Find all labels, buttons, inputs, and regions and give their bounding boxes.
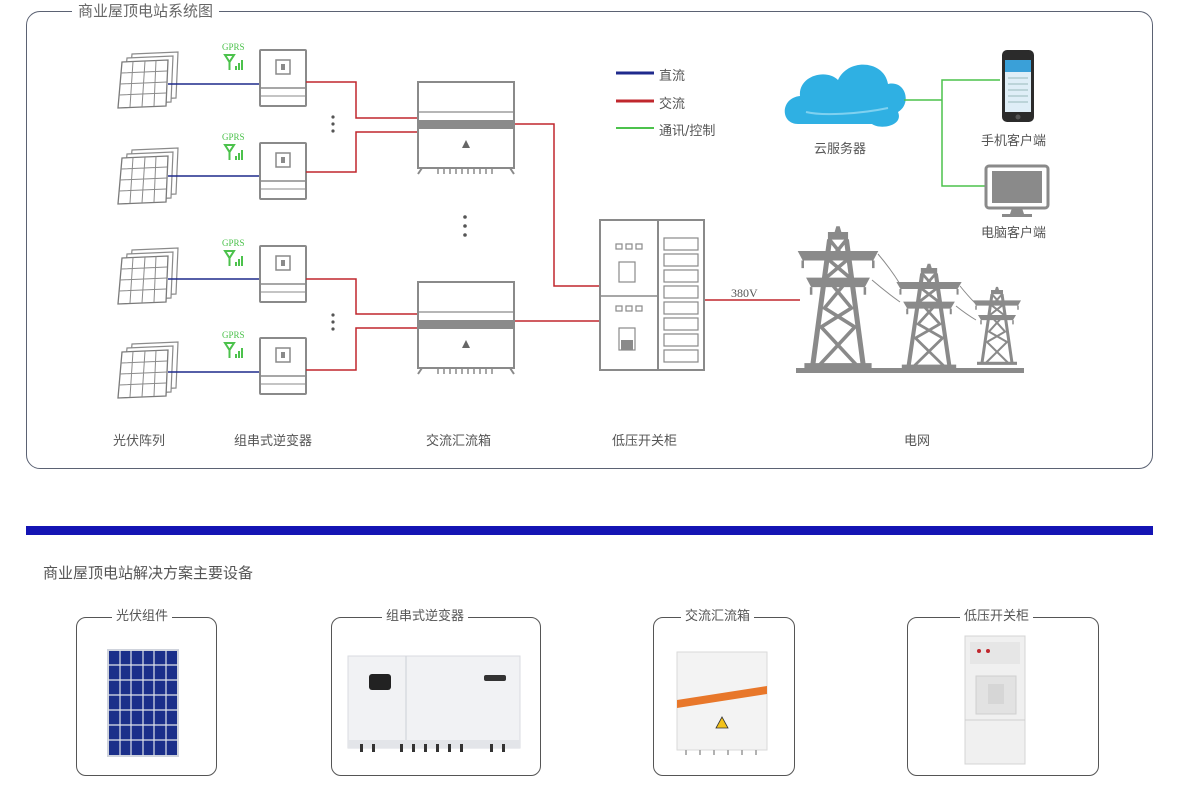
inverter-icon (259, 142, 307, 200)
system-diagram-frame (26, 11, 1153, 469)
comm-lines (904, 79, 1000, 187)
antenna-icon (221, 41, 246, 71)
section-divider (26, 526, 1153, 535)
power-wires (871, 253, 977, 321)
inverter-icon (259, 49, 307, 107)
card-title-pv-module: 光伏组件 (112, 608, 173, 626)
legend-dc-label: 直流 (659, 69, 686, 84)
diagram-title: 商业屋顶电站系统图 (72, 2, 220, 20)
solar-panel-icon (117, 51, 179, 109)
ac-combiner-icon (417, 281, 515, 375)
antenna-icon (221, 237, 246, 267)
card-title-string-inverter: 组串式逆变器 (382, 608, 469, 626)
solar-panel-icon (117, 247, 179, 305)
inverter-icon (259, 245, 307, 303)
card-title-ac-combiner: 交流汇流箱 (681, 608, 755, 626)
inverter-icon (259, 337, 307, 395)
legend-ac-label: 交流 (659, 97, 686, 112)
equipment-card-pv-module (76, 617, 217, 776)
cloud-icon (784, 64, 906, 127)
equipment-card-string-inverter (331, 617, 541, 776)
string-inverter-label: 组串式逆变器 (234, 434, 313, 449)
ac-combiner-icon (417, 81, 515, 175)
ac-lines (306, 81, 800, 371)
monitor-icon (984, 164, 1050, 217)
antenna-icon (221, 131, 246, 161)
legend-comm-label: 通讯/控制 (659, 124, 716, 139)
mobile-client-label: 手机客户端 (981, 134, 1047, 149)
voltage-label: 380V (731, 286, 758, 300)
ellipsis-dots (331, 115, 467, 331)
antenna-icon (221, 329, 246, 359)
transmission-tower-icon (896, 264, 961, 369)
switchgear-icon (599, 219, 705, 371)
grid-label: 电网 (904, 434, 931, 449)
lv-switchgear-label: 低压开关柜 (612, 434, 678, 449)
transmission-tower-icon (971, 285, 1023, 367)
cloud-server-label: 云服务器 (814, 142, 867, 157)
card-title-lv-switchgear: 低压开关柜 (960, 608, 1034, 626)
solar-panel-icon (117, 341, 179, 399)
dc-lines (168, 83, 260, 373)
mobile-phone-icon (1002, 50, 1034, 122)
transmission-tower-icon (798, 226, 879, 369)
ac-combiner-label: 交流汇流箱 (426, 434, 492, 449)
pc-client-label: 电脑客户端 (981, 226, 1047, 241)
equipment-section-title: 商业屋顶电站解决方案主要设备 (43, 564, 254, 582)
equipment-card-ac-combiner (653, 617, 795, 776)
equipment-card-lv-switchgear (907, 617, 1099, 776)
ground-line (796, 368, 1024, 373)
pv-array-label: 光伏阵列 (113, 434, 166, 449)
